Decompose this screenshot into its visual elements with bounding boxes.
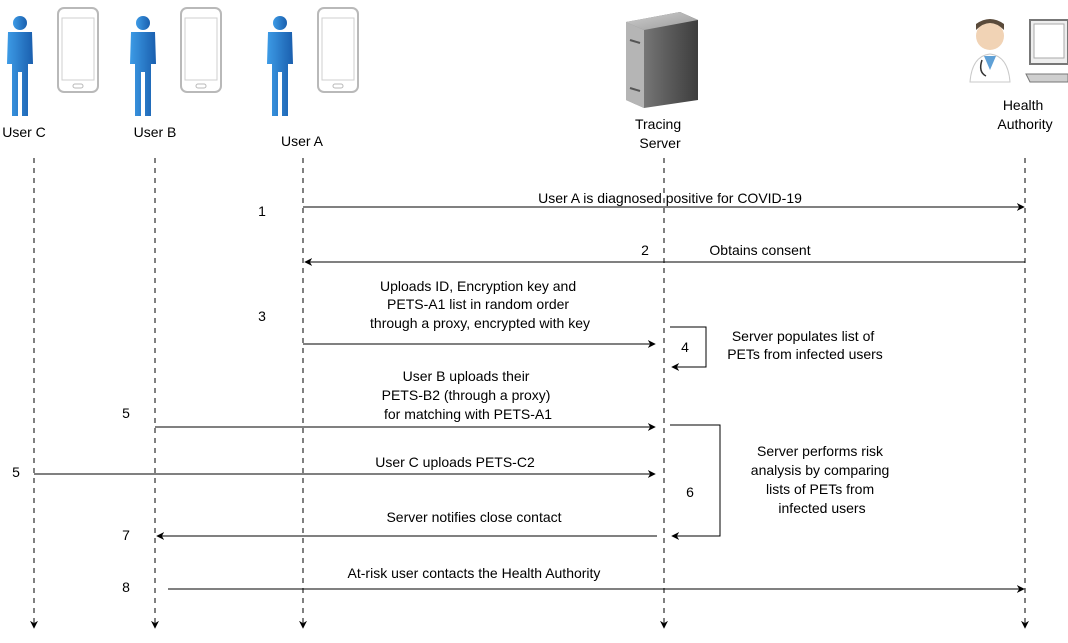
user-a-person-icon [267,16,293,116]
step-number: 2 [641,242,649,258]
message-label: Server notifies close contact [386,509,561,525]
step-number: 3 [258,308,266,324]
message-step-2: 2 Obtains consent [304,242,1025,266]
step-number: 7 [122,527,130,543]
actor-label-user-c: User C [2,124,46,140]
step-number: 5 [12,464,20,480]
message-label: Server performs risk analysis by compari… [751,443,893,516]
message-label: Uploads ID, Encryption key and PETS-A1 l… [370,278,590,331]
actor-label-tracing-server: Tracing Server [635,116,685,151]
message-step-1: 1 User A is diagnosed positive for COVID… [258,190,1025,219]
step-number: 6 [686,484,694,500]
message-step-6: 6 Server performs risk analysis by compa… [670,424,893,540]
step-number: 8 [122,579,130,595]
message-step-4: 4 Server populates list of PETs from inf… [670,326,883,371]
actor-label-user-a: User A [281,133,324,149]
message-label: Server populates list of PETs from infec… [727,328,883,362]
step-number: 5 [122,405,130,421]
message-step-8: 8 At-risk user contacts the Health Autho… [122,565,1025,595]
message-label: Obtains consent [709,242,810,258]
user-a-smartphone-icon [317,7,359,93]
message-label: User B uploads their PETS-B2 (through a … [382,368,555,422]
message-label: User C uploads PETS-C2 [375,454,535,470]
message-label: At-risk user contacts the Health Authori… [348,565,601,581]
step-number: 4 [681,339,689,355]
message-step-5-user-b: 5 User B uploads their PETS-B2 (through … [122,368,656,431]
user-b-person-icon [130,16,156,116]
doctor-icon [969,19,1011,83]
server-icon [626,12,698,108]
message-step-7: 7 Server notifies close contact [122,509,657,543]
message-step-3: 3 Uploads ID, Encryption key and PETS-A1… [258,278,656,348]
step-number: 1 [258,203,266,219]
user-c-person-icon [7,16,33,116]
desktop-computer-icon [1025,19,1068,83]
user-c-smartphone-icon [57,7,99,93]
actor-label-user-b: User B [134,124,177,140]
message-step-5-user-c: 5 User C uploads PETS-C2 [12,454,656,480]
lifelines [30,158,1029,629]
actor-label-health-authority: Health Authority [997,97,1052,132]
message-label: User A is diagnosed positive for COVID-1… [538,190,802,206]
user-b-smartphone-icon [180,7,222,93]
